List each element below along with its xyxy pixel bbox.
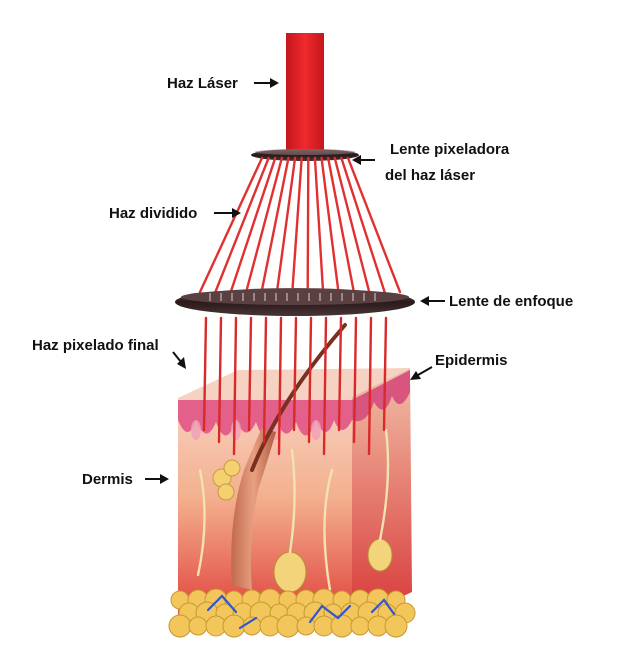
split-beam-line bbox=[214, 156, 270, 294]
final-beam-line bbox=[202, 316, 208, 432]
fat-layer bbox=[168, 588, 416, 638]
label-epidermis: Epidermis bbox=[410, 352, 508, 380]
final-beam-line bbox=[247, 316, 253, 432]
split-beam-line bbox=[313, 156, 325, 294]
final-beam-line bbox=[262, 316, 268, 444]
svg-text:Lente pixeladora: Lente pixeladora bbox=[390, 141, 510, 158]
label-final-beam: Haz pixelado final bbox=[32, 337, 186, 369]
label-laser-beam: Haz Láser bbox=[167, 75, 279, 92]
split-beam-line bbox=[244, 156, 284, 294]
split-beam-line bbox=[346, 156, 402, 294]
label-pixel-lens: Lente pixeladora del haz láser bbox=[352, 141, 510, 184]
svg-text:Haz Láser: Haz Láser bbox=[167, 75, 238, 92]
label-focus-lens: Lente de enfoque bbox=[420, 293, 573, 310]
split-beam-line bbox=[306, 156, 310, 294]
final-beam-line bbox=[217, 316, 223, 444]
split-beam-line bbox=[229, 156, 277, 294]
split-beams bbox=[198, 156, 402, 294]
skin-block bbox=[168, 323, 416, 638]
svg-text:Haz dividido: Haz dividido bbox=[109, 205, 197, 222]
split-beam-line bbox=[260, 156, 290, 294]
split-beam-line bbox=[275, 156, 297, 294]
svg-text:Epidermis: Epidermis bbox=[435, 352, 508, 369]
split-beam-line bbox=[326, 156, 356, 294]
pixelating-lens bbox=[251, 149, 359, 161]
hair-shaft bbox=[250, 323, 347, 472]
final-beam-line bbox=[382, 316, 388, 432]
blood-vessels bbox=[206, 594, 396, 630]
laser-beam bbox=[286, 33, 324, 151]
split-beam-line bbox=[333, 156, 371, 294]
svg-text:del haz láser: del haz láser bbox=[385, 167, 475, 184]
split-beam-line bbox=[320, 156, 340, 294]
final-beam-line bbox=[292, 316, 298, 432]
focusing-lens bbox=[175, 288, 415, 316]
final-beam-line bbox=[322, 316, 328, 456]
final-beam-line bbox=[307, 316, 313, 444]
svg-text:Lente de enfoque: Lente de enfoque bbox=[449, 293, 573, 310]
svg-text:Dermis: Dermis bbox=[82, 471, 133, 488]
final-beam-line bbox=[337, 316, 343, 432]
final-beam-line bbox=[232, 316, 238, 456]
final-beam-line bbox=[277, 316, 283, 456]
label-split-beam: Haz dividido bbox=[109, 205, 241, 222]
svg-text:Haz pixelado final: Haz pixelado final bbox=[32, 337, 159, 354]
label-dermis: Dermis bbox=[82, 471, 169, 488]
final-beams bbox=[202, 316, 388, 456]
hair-follicle bbox=[231, 428, 276, 590]
final-beam-line bbox=[367, 316, 373, 456]
final-beam-line bbox=[352, 316, 358, 444]
split-beam-line bbox=[198, 156, 264, 294]
split-beam-line bbox=[291, 156, 303, 294]
split-beam-line bbox=[340, 156, 386, 294]
